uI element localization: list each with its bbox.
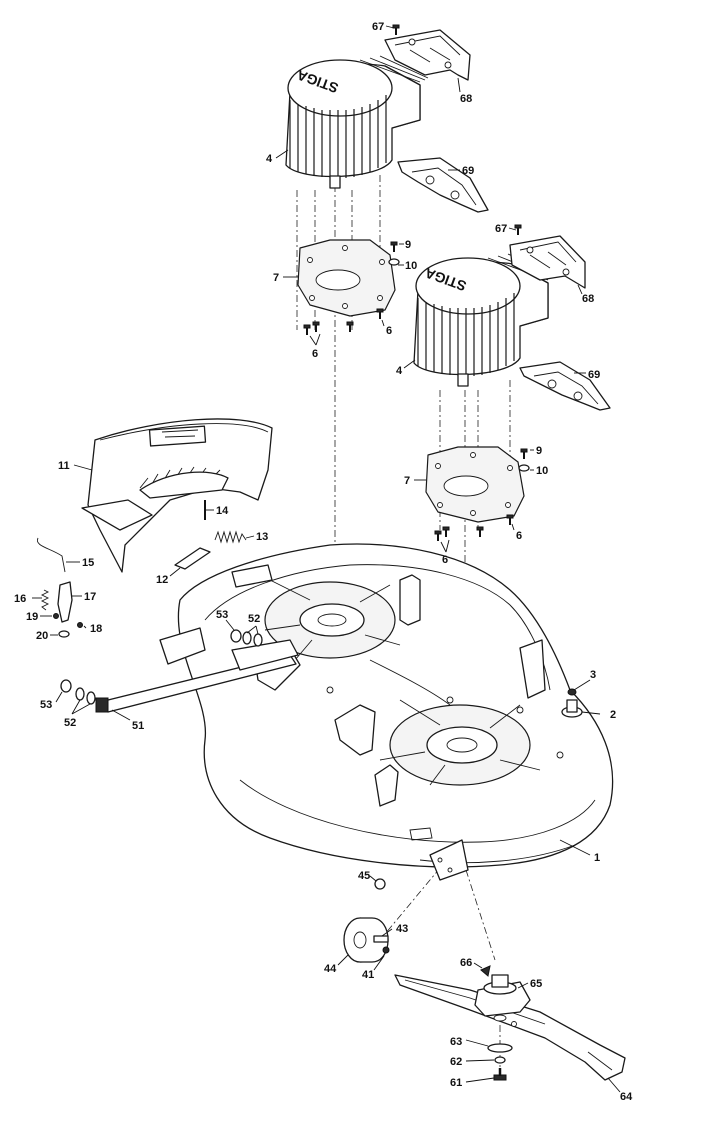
callout-1: 1	[594, 852, 600, 864]
washer-52-upper-b	[253, 633, 263, 647]
washer-52-lower-b	[86, 691, 96, 705]
callout-16: 16	[14, 593, 26, 605]
bolt-9-lower	[520, 448, 528, 460]
callout-14: 14	[216, 505, 229, 517]
callout-19: 19	[26, 611, 38, 623]
height-lever-51	[95, 639, 299, 713]
callout-44: 44	[324, 963, 337, 975]
callout-63: 63	[450, 1036, 462, 1048]
washer-20	[58, 630, 70, 638]
spring-16	[40, 589, 50, 611]
callout-17: 17	[84, 591, 96, 603]
nut-18	[77, 622, 83, 628]
washer-10-upper	[388, 258, 400, 266]
bushing-53-lower	[60, 679, 72, 693]
callout-43: 43	[396, 923, 408, 935]
mower-deck	[159, 543, 614, 881]
spring-13	[214, 530, 247, 544]
callout-20: 20	[36, 630, 48, 642]
callout-41: 41	[362, 969, 374, 981]
bolt-9-upper	[390, 241, 398, 253]
callout-15: 15	[82, 557, 94, 569]
washer-52-upper-a	[242, 631, 252, 645]
bracket-17	[57, 581, 73, 623]
callout-18: 18	[90, 623, 102, 635]
callout-7-lower: 7	[404, 475, 410, 487]
washer-19	[53, 613, 59, 619]
callout-9-upper: 9	[405, 239, 411, 251]
hinge-rod-12	[174, 547, 211, 570]
callout-69-upper: 69	[462, 165, 474, 177]
screw-6-lower-a	[434, 530, 442, 542]
callout-6-upper-a: 6	[312, 348, 318, 360]
blade-hub-65	[474, 974, 531, 1017]
callout-69-lower: 69	[588, 369, 600, 381]
callout-64: 64	[620, 1091, 633, 1103]
nut-41	[382, 946, 390, 954]
callout-53-upper: 53	[216, 609, 228, 621]
part-callouts: 67 68 4 69 9 10 7 6 6 67 68 4 69 11 14 1…	[14, 21, 633, 1103]
mounting-plate-lower	[425, 446, 525, 523]
lever-rod-15	[36, 537, 66, 573]
callout-10-upper: 10	[405, 260, 417, 272]
air-duct-upper	[397, 157, 489, 213]
callout-52-upper: 52	[248, 613, 260, 625]
motor-cover-lower: STIGA	[413, 253, 557, 387]
callout-61: 61	[450, 1077, 462, 1089]
callout-3: 3	[590, 669, 596, 681]
callout-6-upper-b: 6	[386, 325, 392, 337]
callout-66: 66	[460, 957, 472, 969]
screw-6-lower-c	[476, 526, 484, 538]
callout-13: 13	[256, 531, 268, 543]
bushing-45	[374, 878, 386, 890]
callout-62: 62	[450, 1056, 462, 1068]
callout-2: 2	[610, 709, 616, 721]
callout-4-upper: 4	[266, 153, 273, 165]
callout-9-lower: 9	[536, 445, 542, 457]
callout-45: 45	[358, 870, 370, 882]
screw-6-lower-b	[442, 526, 450, 538]
screw-67-upper	[392, 24, 400, 36]
callout-7-upper: 7	[273, 272, 279, 284]
callout-6-lower-a: 6	[442, 554, 448, 566]
callout-51: 51	[132, 720, 144, 732]
motor-cover-upper: STIGA	[285, 55, 429, 189]
bushing-53-upper	[230, 629, 242, 643]
callout-6-lower-b: 6	[516, 530, 522, 542]
grass-deflector	[81, 418, 273, 573]
callout-10-lower: 10	[536, 465, 548, 477]
callout-52-lower: 52	[64, 717, 76, 729]
washer-62	[494, 1056, 506, 1064]
callout-67-lower: 67	[495, 223, 507, 235]
washer-10-lower	[518, 464, 530, 472]
axle-bolt-43	[373, 935, 389, 943]
blade-bolt-61	[493, 1068, 507, 1081]
callout-11: 11	[58, 460, 70, 472]
callout-68-upper: 68	[460, 93, 472, 105]
screw-6-upper-d	[376, 308, 384, 320]
washer-63	[487, 1043, 513, 1053]
screw-6-upper-a	[303, 324, 311, 336]
cover-plate-upper	[384, 29, 471, 81]
screw-6-upper-b	[312, 321, 320, 333]
key-66	[480, 965, 491, 977]
callout-65: 65	[530, 978, 542, 990]
callout-68-lower: 68	[582, 293, 594, 305]
washer-52-lower-a	[75, 687, 85, 701]
cover-plate-lower	[509, 235, 586, 289]
callout-4-lower: 4	[396, 365, 403, 377]
air-duct-lower	[519, 361, 611, 411]
callout-53-lower: 53	[40, 699, 52, 711]
mounting-plate-upper	[297, 239, 396, 317]
callout-67-upper: 67	[372, 21, 384, 33]
callout-12: 12	[156, 574, 168, 586]
screw-6-lower-d	[506, 514, 514, 526]
leader-lines	[32, 25, 621, 1093]
